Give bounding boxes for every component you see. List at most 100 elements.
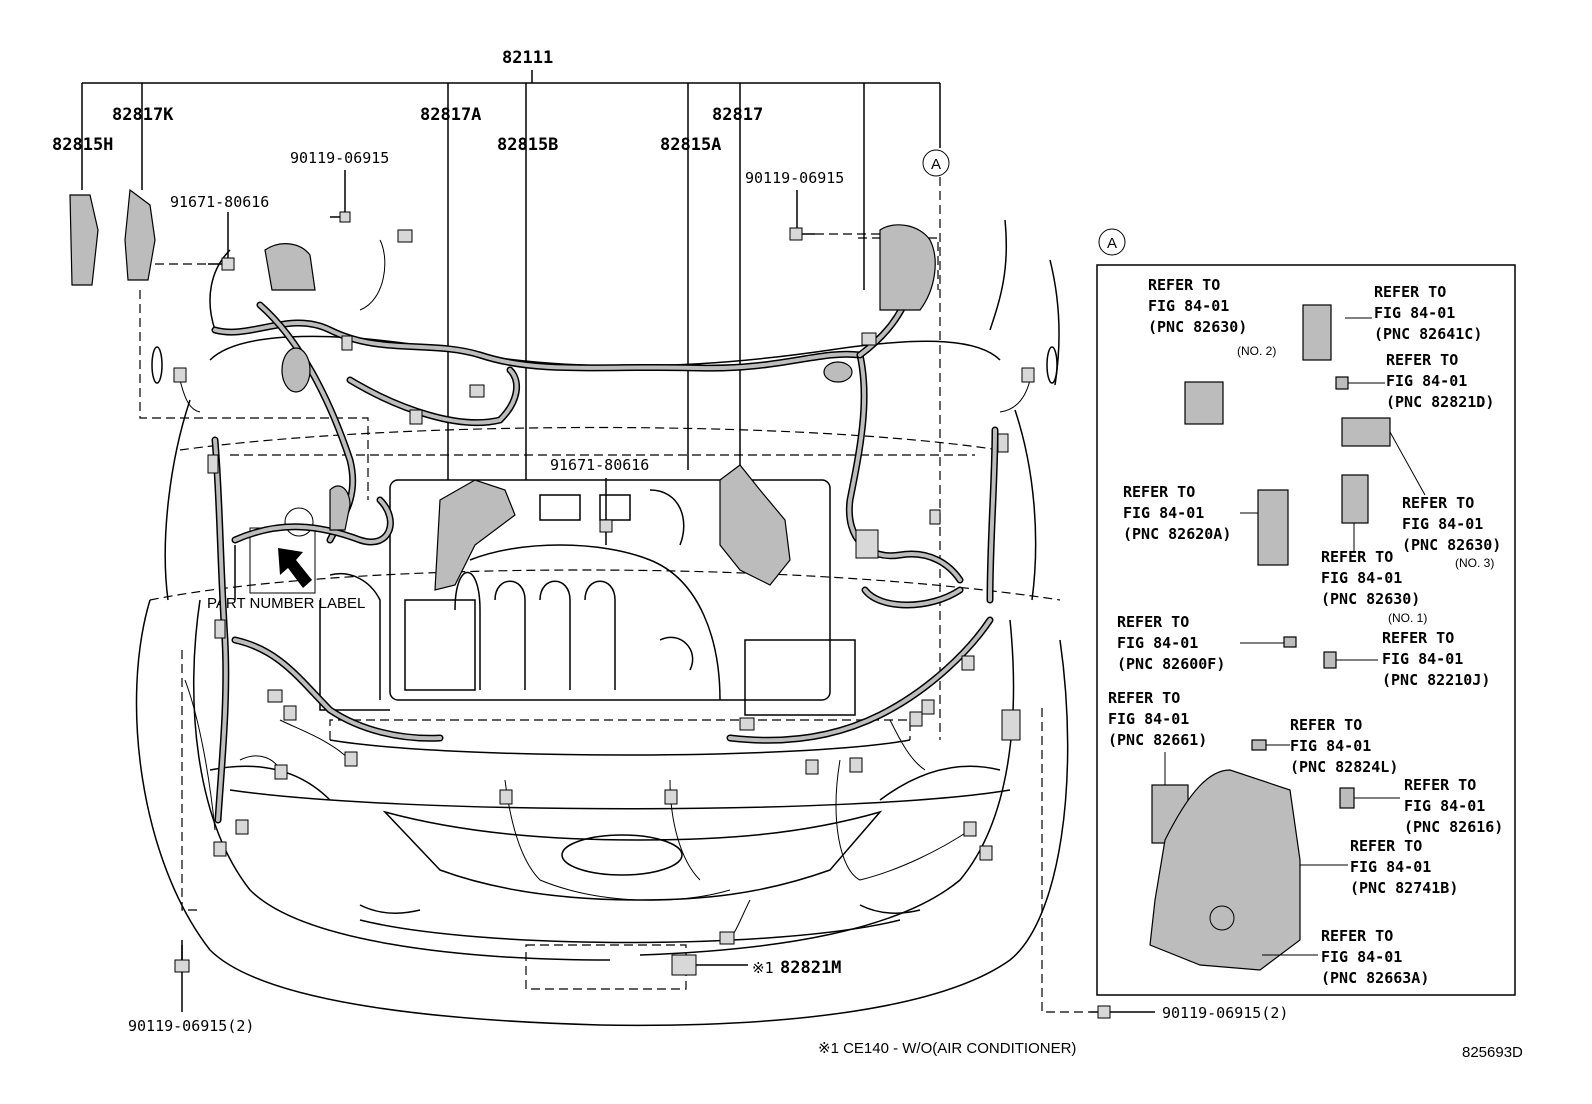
- svg-text:(PNC 82630): (PNC 82630): [1402, 536, 1501, 554]
- inset-a-panel: [1096, 264, 1516, 996]
- svg-text:REFER TO: REFER TO: [1290, 716, 1362, 734]
- part-82600F: [1283, 636, 1297, 648]
- svg-text:FIG 84-01: FIG 84-01: [1382, 650, 1463, 668]
- inset-ref-82630-no1: REFER TO FIG 84-01 (PNC 82630) (NO. 1): [1321, 548, 1427, 625]
- callout-bolt-top-right: 90119-06915: [745, 169, 844, 187]
- callout-clip-left: 91671-80616: [170, 193, 269, 211]
- inset-ref-82641C: REFER TO FIG 84-01 (PNC 82641C): [1374, 283, 1482, 343]
- callout-82111: 82111: [502, 48, 553, 68]
- protector-82817: [719, 464, 791, 586]
- bolt-icon: [174, 945, 190, 973]
- clip-icon: [208, 257, 235, 271]
- part-82616: [1339, 787, 1355, 809]
- svg-text:(PNC 82620A): (PNC 82620A): [1123, 525, 1231, 543]
- part-82620A: [1257, 489, 1289, 566]
- fasteners: [155, 170, 1155, 1019]
- svg-text:A: A: [1107, 235, 1117, 252]
- svg-text:(PNC 82600F): (PNC 82600F): [1117, 655, 1225, 673]
- inset-ref-82600F: REFER TO FIG 84-01 (PNC 82600F): [1117, 613, 1225, 673]
- part-82630-no3: [1341, 417, 1391, 447]
- svg-text:FIG 84-01: FIG 84-01: [1108, 710, 1189, 728]
- callout-82815H: 82815H: [52, 135, 113, 155]
- svg-text:(PNC 82641C): (PNC 82641C): [1374, 325, 1482, 343]
- svg-text:(PNC 82630): (PNC 82630): [1321, 590, 1420, 608]
- svg-text:(PNC 82661): (PNC 82661): [1108, 731, 1207, 749]
- svg-text:FIG 84-01: FIG 84-01: [1321, 948, 1402, 966]
- svg-text:(PNC 82741B): (PNC 82741B): [1350, 879, 1458, 897]
- engine-block: [234, 479, 856, 716]
- inset-ref-82821D: REFER TO FIG 84-01 (PNC 82821D): [1386, 351, 1494, 411]
- svg-text:REFER TO: REFER TO: [1374, 283, 1446, 301]
- svg-text:REFER TO: REFER TO: [1148, 276, 1220, 294]
- callout-bracket-82111: [81, 70, 941, 480]
- svg-text:A: A: [931, 156, 941, 173]
- inset-ref-82661: REFER TO FIG 84-01 (PNC 82661): [1108, 689, 1207, 749]
- footnote: ※1 CE140 - W/O(AIR CONDITIONER): [818, 1040, 1076, 1057]
- part-number-label-text: PART NUMBER LABEL: [207, 595, 365, 612]
- bolt-icon: [1090, 1005, 1111, 1019]
- ref-marker-a-inset: A: [1098, 228, 1126, 256]
- svg-text:FIG 84-01: FIG 84-01: [1350, 858, 1431, 876]
- callout-clip-center: 91671-80616: [550, 456, 649, 474]
- svg-text:(PNC 82616): (PNC 82616): [1404, 818, 1503, 836]
- svg-text:(PNC 82630): (PNC 82630): [1148, 318, 1247, 336]
- inset-ref-82616: REFER TO FIG 84-01 (PNC 82616): [1404, 776, 1503, 836]
- protector-82815H: [69, 194, 99, 286]
- protector-82817K: [124, 188, 156, 281]
- svg-text:FIG 84-01: FIG 84-01: [1404, 797, 1485, 815]
- part-82210J: [1323, 651, 1337, 669]
- bolt-icon: [330, 211, 351, 223]
- svg-text:(NO. 1): (NO. 1): [1388, 611, 1427, 625]
- callout-82821M-mark: ※1: [752, 959, 774, 977]
- svg-text:(PNC 82821D): (PNC 82821D): [1386, 393, 1494, 411]
- inset-ref-82620A: REFER TO FIG 84-01 (PNC 82620A): [1123, 483, 1231, 543]
- svg-text:FIG 84-01: FIG 84-01: [1123, 504, 1204, 522]
- part-82630-no1: [1341, 474, 1369, 524]
- callout-82817K: 82817K: [112, 105, 174, 125]
- harness-connectors: [173, 229, 1035, 976]
- harness-protectors: [69, 188, 936, 591]
- svg-text:(NO. 3): (NO. 3): [1455, 556, 1494, 570]
- bolt-icon: [789, 227, 815, 241]
- svg-text:REFER TO: REFER TO: [1404, 776, 1476, 794]
- callout-bolt-bottom-right: 90119-06915(2): [1162, 1004, 1288, 1022]
- part-82641C: [1302, 304, 1332, 361]
- svg-text:REFER TO: REFER TO: [1386, 351, 1458, 369]
- inset-ref-82741B: REFER TO FIG 84-01 (PNC 82741B): [1350, 837, 1458, 897]
- part-relay-box-82741B: [1149, 769, 1301, 971]
- protector-82817A: [434, 479, 516, 591]
- svg-text:REFER TO: REFER TO: [1382, 629, 1454, 647]
- svg-text:FIG 84-01: FIG 84-01: [1374, 304, 1455, 322]
- part-82630-no2: [1184, 381, 1224, 425]
- callout-bolt-bottom-left: 90119-06915(2): [128, 1017, 254, 1035]
- svg-text:REFER TO: REFER TO: [1321, 927, 1393, 945]
- svg-text:FIG 84-01: FIG 84-01: [1402, 515, 1483, 533]
- inset-ref-82210J: REFER TO FIG 84-01 (PNC 82210J): [1382, 629, 1490, 689]
- callout-82817: 82817: [712, 105, 763, 125]
- inset-ref-82630-no2: REFER TO FIG 84-01 (PNC 82630) (NO. 2): [1148, 276, 1276, 358]
- callout-82815B: 82815B: [497, 135, 558, 155]
- part-82821D: [1335, 376, 1349, 390]
- figure-id: 825693D: [1462, 1044, 1523, 1061]
- svg-text:FIG 84-01: FIG 84-01: [1321, 569, 1402, 587]
- svg-text:REFER TO: REFER TO: [1108, 689, 1180, 707]
- svg-text:REFER TO: REFER TO: [1402, 494, 1474, 512]
- relay-block-top-right: [879, 224, 936, 311]
- svg-text:REFER TO: REFER TO: [1123, 483, 1195, 501]
- vehicle-body-outline: [135, 219, 1069, 1027]
- callout-82817A: 82817A: [420, 105, 481, 125]
- callout-82821M: 82821M: [780, 958, 841, 978]
- svg-text:FIG 84-01: FIG 84-01: [1290, 737, 1371, 755]
- callout-82815A: 82815A: [660, 135, 721, 155]
- svg-text:FIG 84-01: FIG 84-01: [1386, 372, 1467, 390]
- svg-text:REFER TO: REFER TO: [1117, 613, 1189, 631]
- svg-text:REFER TO: REFER TO: [1321, 548, 1393, 566]
- svg-text:REFER TO: REFER TO: [1350, 837, 1422, 855]
- part-82824L: [1251, 739, 1267, 751]
- grommet-top-left: [264, 243, 316, 291]
- svg-text:(PNC 82210J): (PNC 82210J): [1382, 671, 1490, 689]
- callout-bolt-top-left: 90119-06915: [290, 149, 389, 167]
- svg-text:(PNC 82663A): (PNC 82663A): [1321, 969, 1429, 987]
- svg-text:(NO. 2): (NO. 2): [1237, 344, 1276, 358]
